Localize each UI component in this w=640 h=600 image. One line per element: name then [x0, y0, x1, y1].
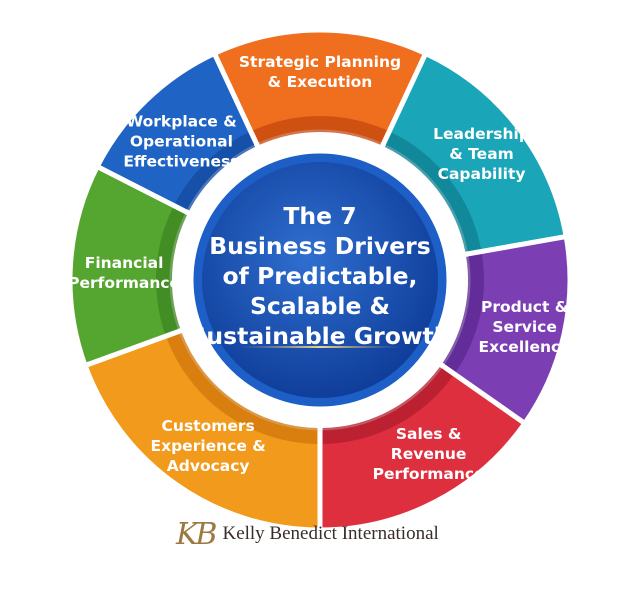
segment-label-line: Leadership: [433, 125, 530, 143]
segment-label-line: Revenue: [391, 445, 467, 463]
center-disc: [202, 162, 438, 398]
segment-label-line: & Team: [449, 145, 514, 163]
segment-inner-shade: [384, 132, 481, 252]
segment-label-line: Capability: [438, 165, 526, 183]
brand-monogram-logo: KB: [176, 516, 218, 552]
segment-inner-shade: [166, 333, 318, 444]
segment-label-line: Financial: [85, 254, 164, 272]
center-title-line: Sustainable Growth: [189, 322, 450, 350]
segment-workplace-operational: [93, 50, 261, 217]
segment-label-line: Advocacy: [167, 457, 250, 475]
segment-inner-shade: [442, 254, 484, 372]
brand-name: Kelly Benedict International: [222, 523, 439, 544]
segment-label-line: Operational: [130, 132, 233, 150]
segment-label-line: Sales &: [396, 425, 462, 443]
segment-label-line: & Execution: [268, 73, 373, 91]
center-title-line: of Predictable,: [223, 262, 418, 290]
segment-inner-shade: [175, 132, 256, 211]
segment-inner-shade: [322, 366, 453, 444]
segment-label-line: Excellence: [479, 338, 571, 356]
segment-label-line: Service: [492, 318, 556, 336]
center-title-line: The 7: [283, 202, 356, 230]
segment-label-line: Experience &: [151, 437, 266, 455]
segment-inner-shade: [253, 115, 387, 145]
segment-label-line: Effectiveness: [123, 152, 239, 170]
segment-label-line: Customers: [162, 417, 255, 435]
segment-label-line: Performance: [68, 274, 180, 292]
brand-footer: KB Kelly Benedict International: [176, 514, 439, 554]
segment-label-line: Workplace &: [126, 112, 237, 130]
center-gold-rule: [240, 346, 400, 348]
segment-customers-experience: [81, 327, 323, 533]
center-title-line: Scalable &: [250, 292, 390, 320]
segment-label-line: Performance: [373, 465, 485, 483]
segment-label-line: Strategic Planning: [239, 53, 401, 71]
segment-label-strategic-planning: Strategic Planning & Execution: [239, 53, 401, 91]
segment-inner-shade: [156, 208, 187, 334]
segment-label-line: Product &: [481, 298, 568, 316]
center-title-line: Business Drivers: [209, 232, 431, 260]
